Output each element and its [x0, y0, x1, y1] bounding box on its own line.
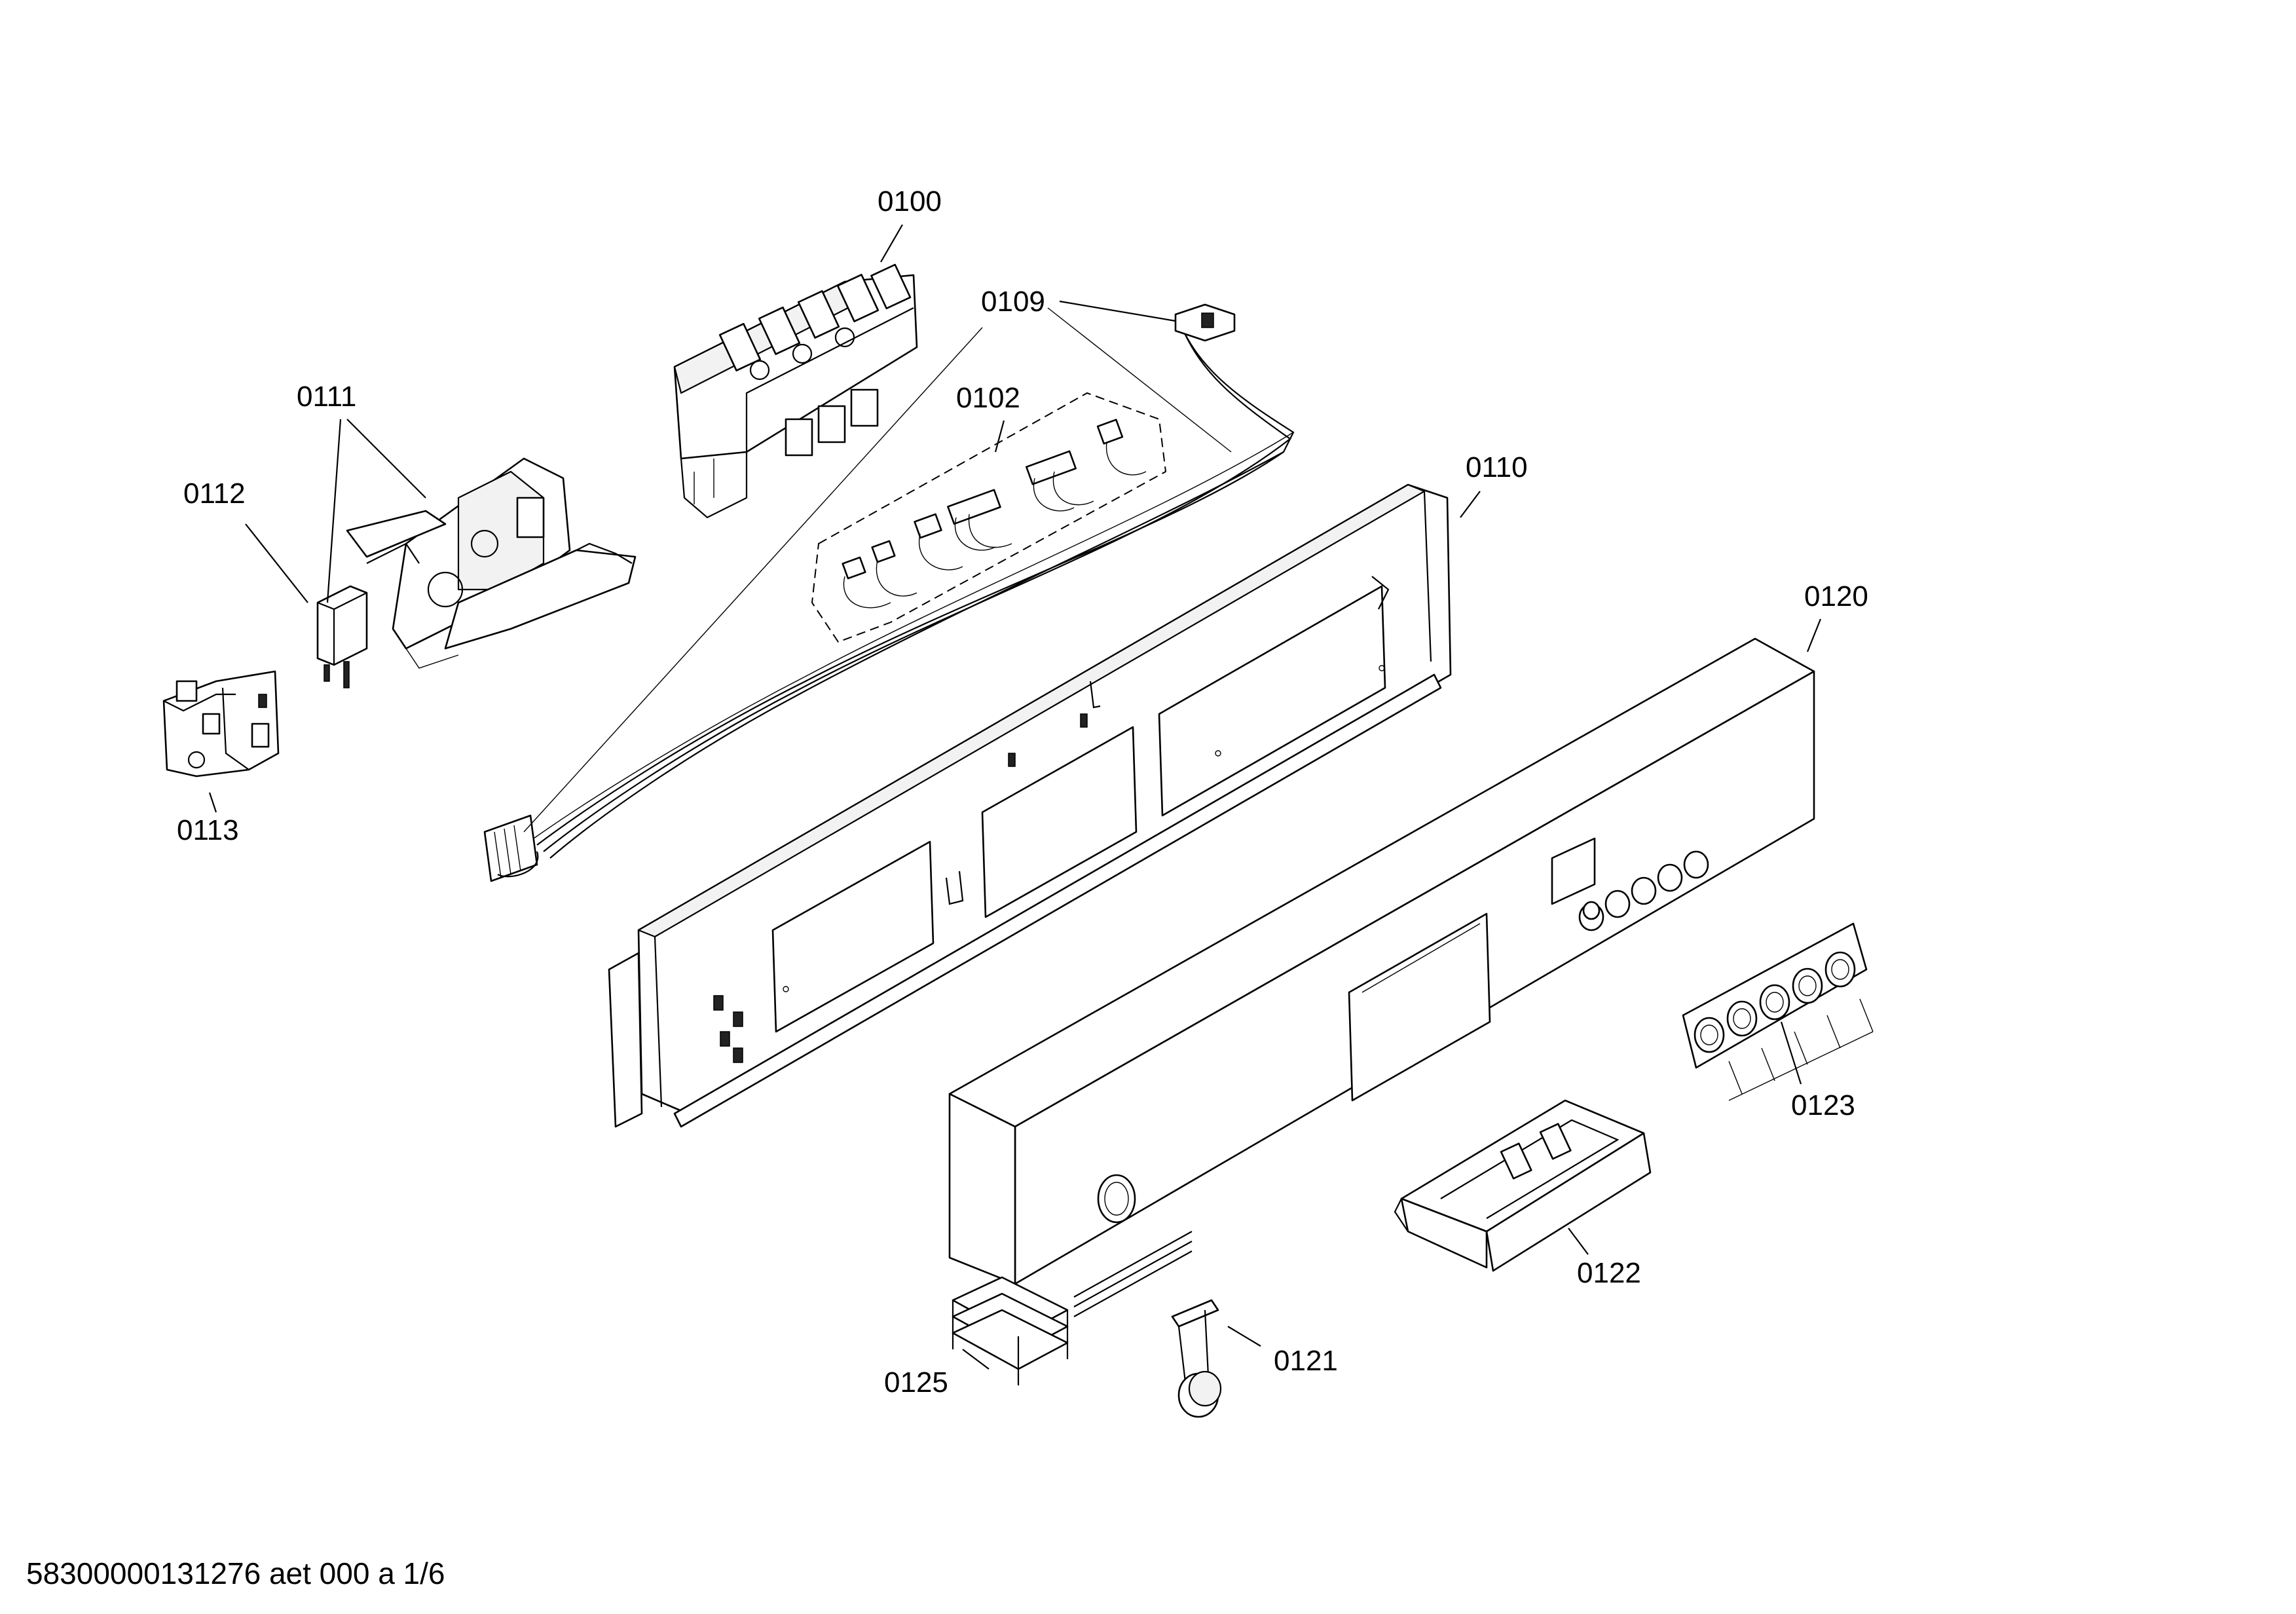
part-0111-door-lock	[346, 457, 637, 669]
part-0112-capacitor	[316, 585, 368, 688]
callout-0121: 0121	[1274, 1345, 1338, 1377]
leader-lines	[208, 224, 1874, 1370]
callout-0122: 0122	[1577, 1257, 1641, 1289]
callout-0109: 0109	[981, 286, 1045, 318]
part-0110-control-frame	[608, 483, 1452, 1128]
document-id: 58300000131276 aet 000 a 1/6	[26, 1556, 445, 1590]
part-0102-connector-group	[811, 392, 1167, 643]
callout-0100: 0100	[878, 185, 942, 217]
callout-0102: 0102	[956, 382, 1020, 414]
callout-0125: 0125	[884, 1366, 948, 1398]
callout-labels: 0100 0109 0102 0110 0111 0112 0113 0120 …	[177, 185, 1868, 1398]
part-0113-switch	[162, 670, 280, 778]
part-0120-fascia-panel	[948, 637, 1815, 1285]
callout-0120: 0120	[1804, 580, 1868, 612]
callout-0123: 0123	[1791, 1089, 1855, 1121]
callout-0113: 0113	[177, 814, 239, 846]
part-0122-handle	[1394, 1099, 1652, 1272]
part-0121-knob	[1171, 1299, 1222, 1418]
part-0100-electronic-module	[673, 263, 918, 519]
callout-0110: 0110	[1466, 451, 1528, 483]
part-0125-strips	[952, 1231, 1193, 1385]
callout-0111: 0111	[297, 381, 356, 413]
part-0123-button-strip	[1682, 922, 1868, 1069]
callout-0112: 0112	[183, 478, 246, 510]
